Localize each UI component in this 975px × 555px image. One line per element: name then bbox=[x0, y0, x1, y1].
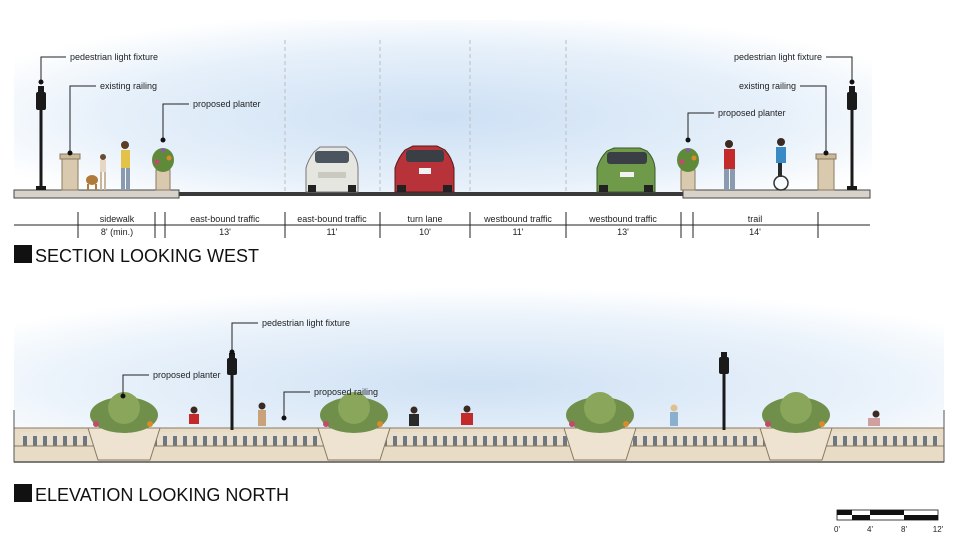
callout-dot bbox=[685, 137, 691, 143]
label-planter-right: proposed planter bbox=[718, 108, 786, 118]
scale-bar: 0' 4' 8' 12' bbox=[834, 509, 944, 534]
planter-elev-2 bbox=[317, 392, 391, 461]
car-red bbox=[394, 145, 455, 193]
elevation-view: pedestrian light fixture proposed plante… bbox=[13, 280, 945, 505]
lane-label: trail bbox=[748, 214, 763, 224]
lane-label: east-bound traffic bbox=[190, 214, 260, 224]
section-view: pedestrian light fixture existing railin… bbox=[13, 20, 872, 266]
lane-width: 13' bbox=[617, 227, 629, 237]
scale-tick-label: 8' bbox=[901, 525, 907, 534]
lane-label: turn lane bbox=[407, 214, 442, 224]
scale-tick-label: 4' bbox=[867, 525, 873, 534]
lamp-right bbox=[847, 86, 857, 190]
cyclist-section bbox=[773, 138, 789, 191]
lane-dimensions: sidewalk 8' (min.) east-bound traffic 13… bbox=[14, 212, 870, 238]
planter-left bbox=[152, 148, 174, 191]
callout-dot bbox=[229, 349, 235, 355]
lane-width: 14' bbox=[749, 227, 761, 237]
lamp-elev-1 bbox=[227, 353, 237, 430]
scale-tick-label: 0' bbox=[834, 525, 840, 534]
callout-dot bbox=[67, 150, 73, 156]
pedestrian-child bbox=[100, 154, 106, 190]
label-light-right: pedestrian light fixture bbox=[734, 52, 822, 62]
lane-width: 10' bbox=[419, 227, 431, 237]
title-marker bbox=[14, 245, 32, 263]
callout-dot bbox=[38, 79, 44, 85]
lane-label: westbound traffic bbox=[483, 214, 552, 224]
planter-elev-1 bbox=[87, 392, 161, 461]
pedestrian-elev-1 bbox=[258, 402, 266, 426]
label-railing-right: existing railing bbox=[739, 81, 796, 91]
lane-width: 11' bbox=[326, 227, 337, 237]
callouts-right bbox=[687, 56, 853, 153]
dog bbox=[86, 175, 98, 190]
pedestrian-red-shirt bbox=[724, 140, 735, 190]
car-green bbox=[596, 147, 656, 193]
pedestrian-woman bbox=[121, 141, 130, 190]
label-planter-elev: proposed planter bbox=[153, 370, 221, 380]
lane-label: sidewalk bbox=[100, 214, 135, 224]
lane-label: westbound traffic bbox=[588, 214, 657, 224]
label-light-left: pedestrian light fixture bbox=[70, 52, 158, 62]
callout-dot bbox=[849, 79, 855, 85]
lamp-left bbox=[36, 86, 46, 190]
existing-railing-right bbox=[815, 153, 837, 191]
title-marker bbox=[14, 484, 32, 502]
planter-elev-4 bbox=[759, 392, 833, 461]
callout-dot bbox=[281, 415, 287, 421]
lane-label: east-bound traffic bbox=[297, 214, 367, 224]
pedestrian-elev-3 bbox=[670, 404, 678, 426]
lane-dividers bbox=[284, 40, 567, 192]
elevation-title: ELEVATION LOOKING NORTH bbox=[35, 485, 289, 505]
scale-tick-label: 12' bbox=[933, 525, 944, 534]
section-title: SECTION LOOKING WEST bbox=[35, 246, 259, 266]
lamp-elev-2 bbox=[719, 352, 729, 430]
lane-width: 13' bbox=[219, 227, 231, 237]
callout-dot bbox=[120, 393, 126, 399]
callout-dot bbox=[823, 150, 829, 156]
lane-width: 11' bbox=[512, 227, 523, 237]
pedestrian-elev-2 bbox=[409, 406, 419, 426]
cyclist-elev-1 bbox=[189, 406, 199, 424]
label-light-elev: pedestrian light fixture bbox=[262, 318, 350, 328]
planter-elev-3 bbox=[563, 392, 637, 461]
callouts-left bbox=[40, 56, 189, 153]
cyclist-elev-3 bbox=[868, 410, 880, 426]
planter-right bbox=[677, 148, 699, 191]
lane-width: 8' (min.) bbox=[101, 227, 133, 237]
callouts-elevation bbox=[122, 322, 310, 418]
existing-railing-left bbox=[59, 153, 81, 191]
cyclist-elev-2 bbox=[461, 405, 473, 425]
label-railing-elev: proposed railing bbox=[314, 387, 378, 397]
car-white bbox=[305, 146, 359, 193]
label-planter-left: proposed planter bbox=[193, 99, 261, 109]
callout-dot bbox=[160, 137, 166, 143]
label-railing-left: existing railing bbox=[100, 81, 157, 91]
